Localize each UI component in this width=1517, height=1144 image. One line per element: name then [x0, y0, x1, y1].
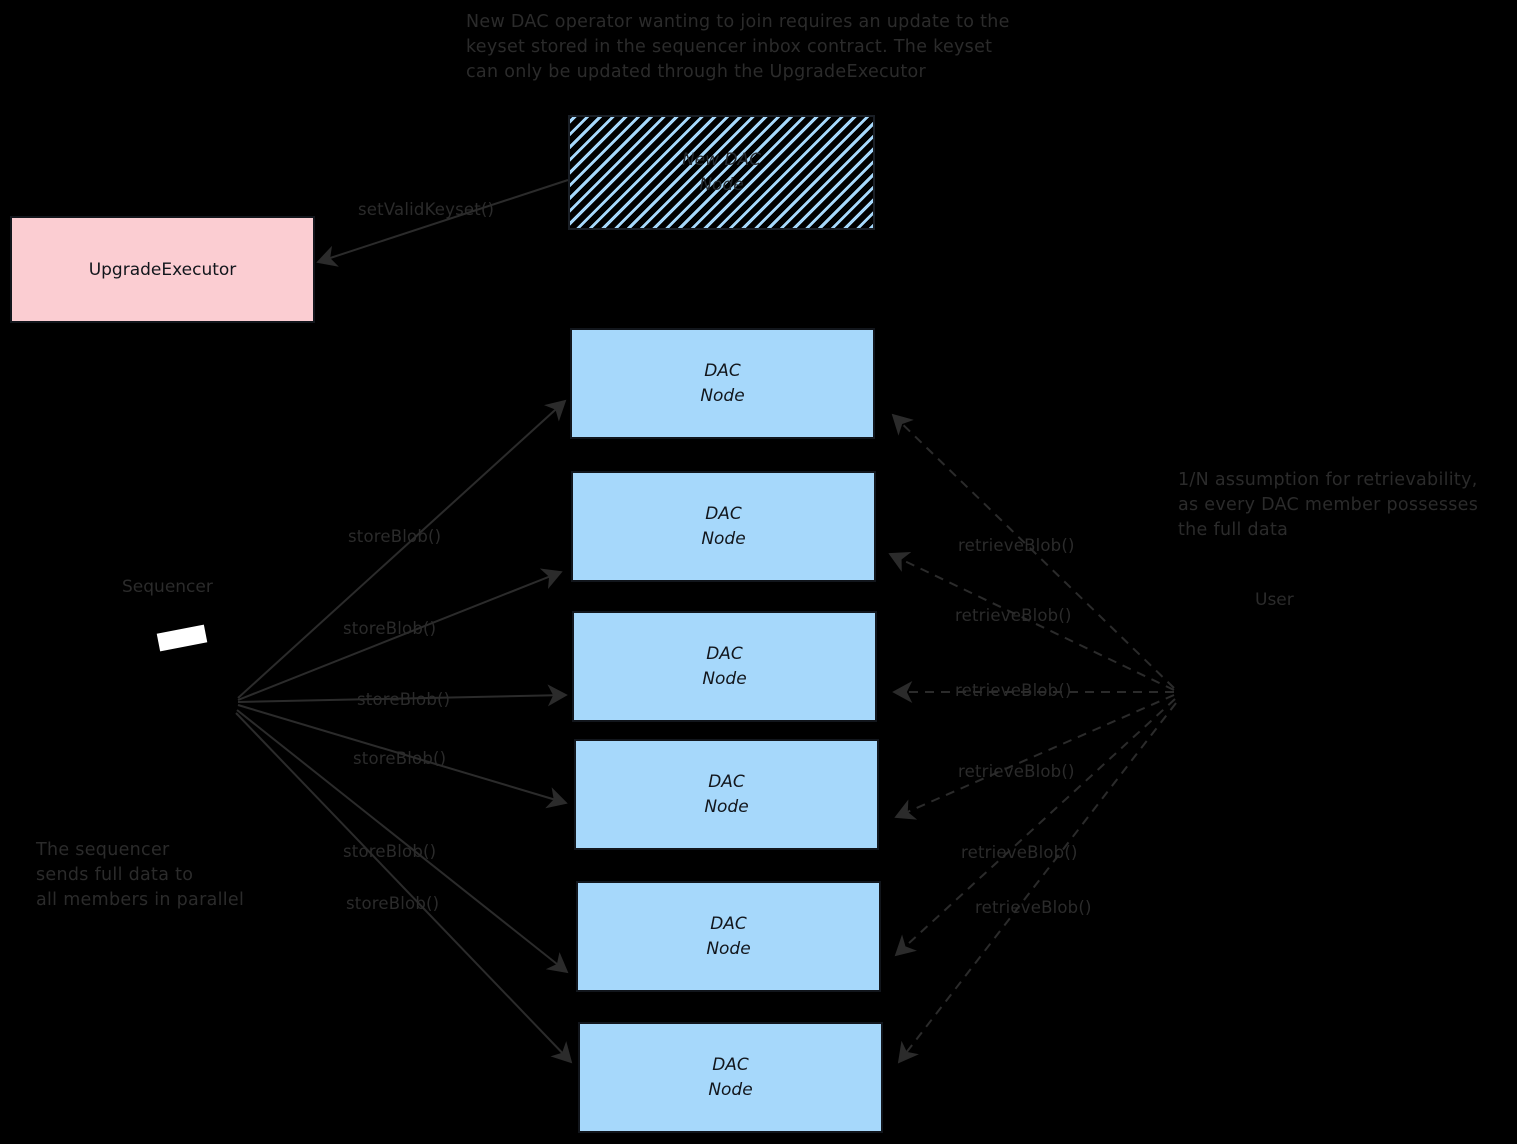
dac-node-6-line2: Node — [708, 1079, 753, 1100]
edge-label-retrieve-blob-6: retrieveBlob() — [975, 898, 1092, 917]
dac-node-3-line2: Node — [702, 668, 747, 689]
edge-label-store-blob-1: storeBlob() — [348, 527, 442, 546]
dac-node-box-6[interactable]: DAC Node — [578, 1022, 883, 1133]
dac-node-box-1[interactable]: DAC Node — [570, 328, 875, 439]
edge-label-store-blob-6: storeBlob() — [346, 894, 440, 913]
edge-label-retrieve-blob-5: retrieveBlob() — [961, 843, 1078, 862]
edge-label-store-blob-5: storeBlob() — [343, 842, 437, 861]
dac-node-5-line1: DAC — [710, 913, 747, 934]
right-annotation-note: 1/N assumption for retrievability, as ev… — [1178, 470, 1479, 540]
dac-node-1-line1: DAC — [704, 360, 741, 381]
dac-node-3-line1: DAC — [706, 643, 743, 664]
dac-node-box-3[interactable]: DAC Node — [572, 611, 877, 722]
edge-label-retrieve-blob-3: retrieveBlob() — [955, 681, 1072, 700]
edge-label-retrieve-blob-4: retrieveBlob() — [958, 762, 1075, 781]
dac-node-2-line1: DAC — [705, 503, 742, 524]
edge-label-store-blob-4: storeBlob() — [353, 749, 447, 768]
top-annotation-note: New DAC operator wanting to join require… — [466, 12, 1010, 82]
new-dac-node-box[interactable]: New DAC Node — [568, 115, 875, 230]
edge-retrieve-blob-6 — [897, 702, 1177, 1064]
dac-node-4-line1: DAC — [708, 771, 745, 792]
edge-label-store-blob-2: storeBlob() — [343, 619, 437, 638]
dac-node-box-4[interactable]: DAC Node — [574, 739, 879, 850]
edge-label-retrieve-blob-1: retrieveBlob() — [958, 536, 1075, 555]
dac-node-6-line1: DAC — [712, 1054, 749, 1075]
left-annotation-note: The sequencer sends full data to all mem… — [36, 840, 245, 910]
new-dac-node-line2: Node — [699, 174, 744, 195]
dac-node-box-5[interactable]: DAC Node — [576, 881, 881, 992]
dac-node-2-line2: Node — [701, 528, 746, 549]
dac-node-5-line2: Node — [706, 938, 751, 959]
edge-label-retrieve-blob-2: retrieveBlob() — [955, 606, 1072, 625]
user-label: User — [1255, 590, 1294, 610]
new-dac-node-line1: New DAC — [681, 149, 762, 170]
edge-label-store-blob-3: storeBlob() — [357, 690, 451, 709]
dac-node-box-2[interactable]: DAC Node — [571, 471, 876, 582]
upgrade-executor-label: UpgradeExecutor — [88, 259, 237, 280]
edge-retrieve-blob-4 — [894, 694, 1175, 820]
sequencer-label: Sequencer — [122, 577, 213, 597]
edge-store-blob-1 — [237, 399, 567, 699]
edge-label-set-valid-keyset: setValidKeyset() — [358, 200, 495, 219]
edge-set-valid-keyset — [316, 179, 569, 267]
sequencer-icon — [156, 624, 208, 652]
upgrade-executor-box[interactable]: UpgradeExecutor — [10, 216, 315, 323]
dac-node-4-line2: Node — [704, 796, 749, 817]
dac-node-1-line2: Node — [700, 385, 745, 406]
